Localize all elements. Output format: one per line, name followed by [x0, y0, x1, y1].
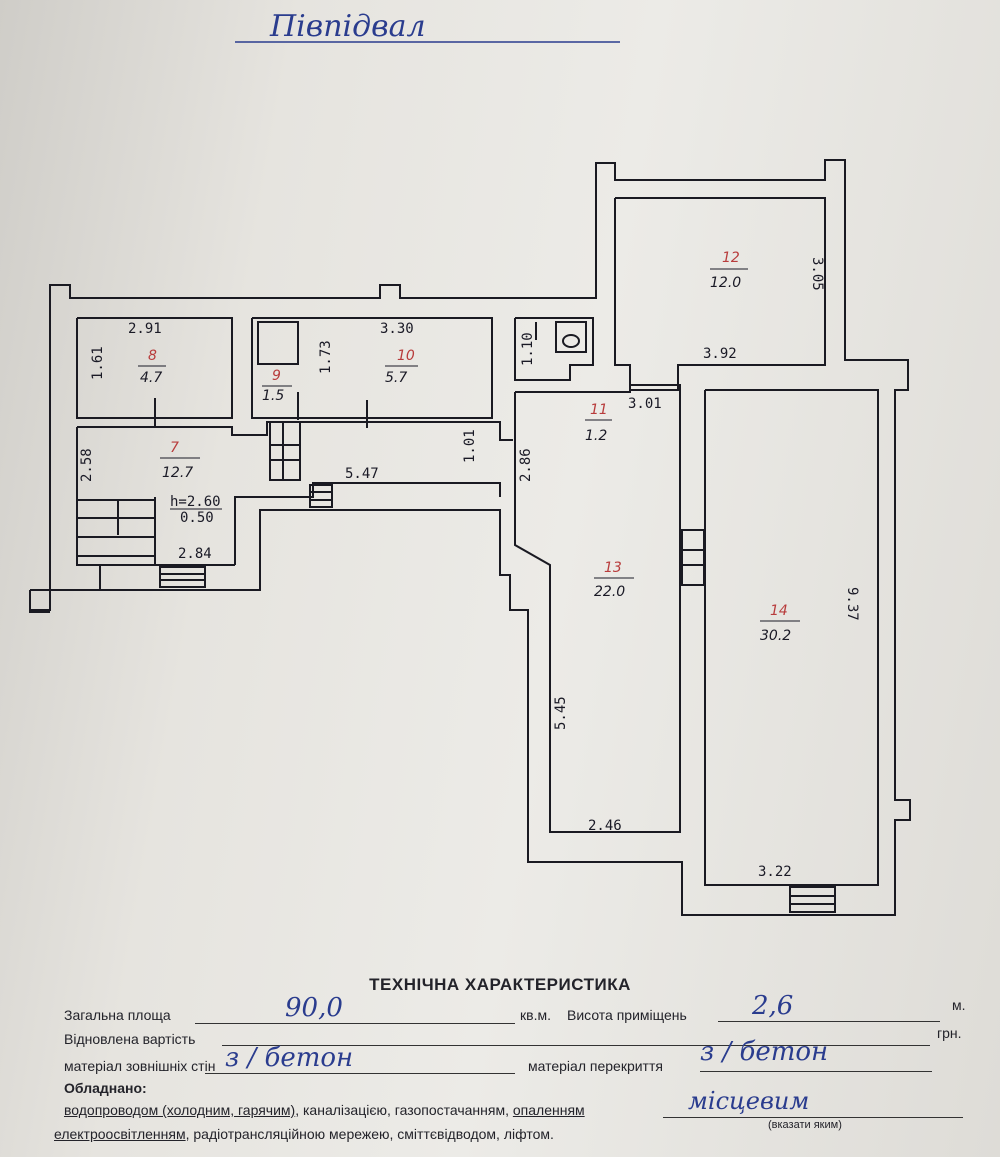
- dimension-label: 2.91: [128, 321, 162, 337]
- dimension-label: 3.22: [758, 864, 792, 880]
- room-number: 7: [170, 440, 179, 456]
- room-number: 10: [397, 348, 415, 364]
- room-number: 8: [148, 348, 157, 364]
- water-supply-text: водопроводом (холодним, гарячим): [64, 1102, 296, 1118]
- equipment-line-1: водопроводом (холодним, гарячим), каналі…: [64, 1102, 585, 1118]
- dimension-label: 2.86: [518, 448, 534, 482]
- equipped-label: Обладнано:: [64, 1080, 147, 1096]
- walls: [29, 159, 911, 916]
- room-area: 30.2: [760, 628, 791, 644]
- dimension-label: 3.30: [380, 321, 414, 337]
- electric-lighting-text: електроосвітленням: [54, 1126, 186, 1142]
- room-area: 12.7: [162, 465, 193, 481]
- room-area: 12.0: [710, 275, 741, 291]
- dimension-label: 2.84: [178, 546, 212, 562]
- dimension-label: 3.05: [809, 257, 825, 291]
- dimension-label: 9.37: [844, 587, 860, 621]
- ceiling-label: матеріал перекриття: [528, 1058, 663, 1074]
- dimension-label: 1.10: [520, 332, 536, 366]
- walls-label: матеріал зовнішніх стін: [64, 1058, 216, 1074]
- technical-characteristics: ТЕХНІЧНА ХАРАКТЕРИСТИКА Загальна площа 9…: [0, 965, 1000, 1157]
- dimension-label: 5.47: [345, 466, 379, 482]
- height-label: Висота приміщень: [567, 1007, 687, 1023]
- dimension-label: 3.92: [703, 346, 737, 362]
- radio-garbage-lift-text: , радіотрансляційною мережею, сміттєвідв…: [185, 1126, 554, 1142]
- cost-unit: грн.: [937, 1025, 962, 1041]
- room-area: 4.7: [140, 370, 162, 386]
- room-number: 11: [590, 402, 608, 418]
- height-value: 2,6: [752, 991, 794, 1021]
- room-area: 1.5: [262, 388, 284, 404]
- equipment-line-2: електроосвітленням, радіотрансляційною м…: [54, 1126, 554, 1142]
- total-area-label: Загальна площа: [64, 1007, 171, 1023]
- dimension-label: 2.46: [588, 818, 622, 834]
- room-labels: 8 4.7 9 1.5 10 5.7 11 1.2 12 12.0 13 22.…: [138, 250, 800, 644]
- heating-value: місцевим: [688, 1087, 810, 1115]
- dimension-label: 1.61: [90, 346, 106, 380]
- specify-note: (вказати яким): [768, 1119, 842, 1131]
- heating-text: опаленням: [512, 1102, 585, 1118]
- dimension-label: 2.58: [79, 448, 95, 482]
- room-number: 14: [770, 603, 788, 619]
- total-area-unit: кв.м.: [520, 1007, 551, 1023]
- dimension-labels: 2.91 1.61 3.30 1.73 1.10 3.05 3.92 3.01 …: [79, 257, 860, 880]
- room-area: 22.0: [594, 584, 625, 600]
- room-number: 12: [722, 250, 740, 266]
- dimension-label: 3.01: [628, 396, 662, 412]
- room-area: 1.2: [585, 428, 607, 444]
- room-number: 9: [272, 368, 281, 384]
- height-label: 0.50: [180, 510, 214, 526]
- sewage-gas-text: , каналізацією, газопостачанням,: [295, 1102, 513, 1118]
- height-label: h=2.60: [170, 494, 221, 510]
- dimension-label: 1.73: [318, 340, 334, 374]
- tech-title: ТЕХНІЧНА ХАРАКТЕРИСТИКА: [369, 975, 631, 994]
- ceiling-value: з / бетон: [700, 1037, 829, 1067]
- height-unit: м.: [952, 997, 966, 1013]
- walls-value: з / бетон: [225, 1043, 354, 1073]
- plan-title: Півпідвал: [269, 9, 426, 44]
- cost-label: Відновлена вартість: [64, 1031, 196, 1047]
- dimension-label: 1.01: [462, 429, 478, 463]
- room-area: 5.7: [385, 370, 407, 386]
- room-number: 13: [604, 560, 622, 576]
- total-area-value: 90,0: [285, 993, 343, 1023]
- floor-plan: Півпідвал: [29, 9, 911, 916]
- dimension-label: 5.45: [553, 696, 569, 730]
